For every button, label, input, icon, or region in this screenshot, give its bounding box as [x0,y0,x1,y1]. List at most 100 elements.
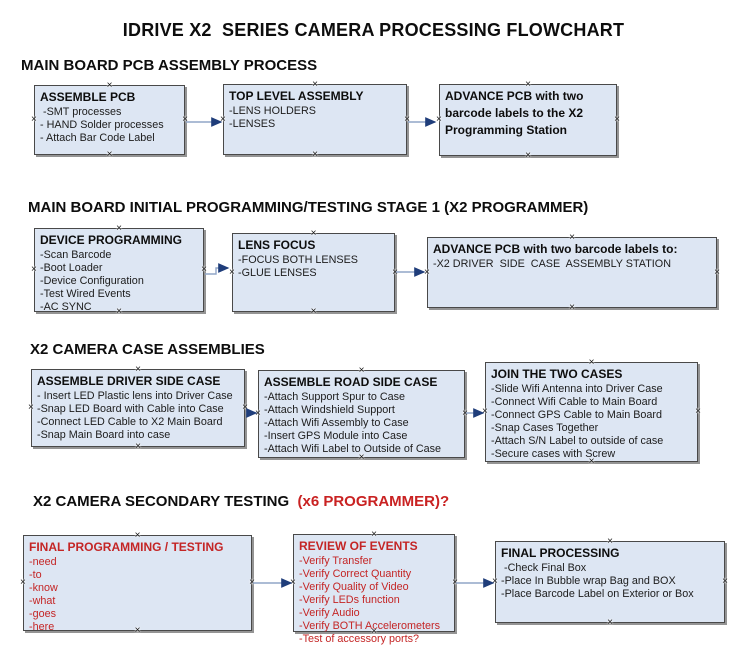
connection-anchor-icon: × [135,441,141,452]
box-item-text: -need [29,556,57,568]
box-item-text: -Verify LEDs function [299,594,400,606]
connection-anchor-icon: × [31,264,37,275]
section-heading-case-assemblies: X2 CAMERA CASE ASSEMBLIES [30,341,265,358]
box-review-of-events: REVIEW OF EVENTS -Verify Transfer-Verify… [290,530,458,646]
connection-anchor-icon: × [242,402,248,413]
box-item-text: - Insert LED Plastic lens into Driver Ca… [37,390,233,402]
section-heading-accent: (x6 PROGRAMMER)? [289,493,450,510]
box-item-text: -Test Wired Events [40,288,131,300]
box-assemble-pcb: ASSEMBLE PCB -SMT processes- HAND Solder… [31,81,188,160]
connection-anchor-icon: × [28,402,34,413]
connection-anchor-icon: × [31,114,37,125]
section-heading-text: X2 CAMERA CASE ASSEMBLIES [30,341,265,358]
box-title: JOIN THE TWO CASES [491,367,623,381]
section-heading-text: X2 CAMERA SECONDARY TESTING [33,493,290,510]
connection-anchor-icon: × [201,264,207,275]
box-title: ADVANCE PCB with two barcode labels to t… [445,89,584,137]
box-items: - Insert LED Plastic lens into Driver Ca… [37,390,239,442]
connection-anchor-icon: × [452,577,458,588]
box-item-text: -X2 DRIVER SIDE CASE ASSEMBLY STATION [433,258,671,270]
box-final-processing: FINAL PROCESSING -Check Final Box-Place … [492,537,728,628]
box-item-text: -Slide Wifi Antenna into Driver Case [491,383,663,395]
box-item-text: -LENSES [229,118,276,130]
box-title: TOP LEVEL ASSEMBLY [229,89,364,103]
connection-anchor-icon: × [249,577,255,588]
box-item-text: -Snap Main Board into case [37,429,171,441]
box-item-text: -Snap LED Board with Cable into Case [37,403,224,415]
box-item-text: -Insert GPS Module into Case [264,430,408,442]
box-top-level-assembly: TOP LEVEL ASSEMBLY -LENS HOLDERS-LENSES … [220,80,410,160]
connection-anchor-icon: × [255,408,261,419]
box-items: -FOCUS BOTH LENSES-GLUE LENSES [238,254,389,280]
box-item-text: - Attach Bar Code Label [40,132,155,144]
connection-anchor-icon: × [424,266,430,278]
box-item-text: - HAND Solder processes [40,119,164,131]
box-item-text: -Snap Cases Together [491,422,599,434]
box-items: -SMT processes- HAND Solder processes- A… [40,106,179,145]
connection-anchor-icon: × [569,302,575,313]
box-item-text: -Attach Wifi Assembly to Case [264,417,409,429]
box-items: -Check Final Box-Place In Bubble wrap Ba… [501,562,719,601]
box-lens-focus: LENS FOCUS -FOCUS BOTH LENSES-GLUE LENSE… [229,229,398,317]
box-final-programming-testing: FINAL PROGRAMMING / TESTING -need-to-kno… [20,531,255,636]
box-item-text: -Attach Wifi Label to Outside of Case [264,443,442,455]
box-item-text: -Test of accessory ports? [299,633,420,645]
connection-anchor-icon: × [714,266,720,278]
box-item-text: -Attach Support Spur to Case [264,391,406,403]
connection-anchor-icon: × [229,266,235,278]
box-items: -LENS HOLDERS-LENSES [229,105,401,131]
section-heading-text: MAIN BOARD PCB ASSEMBLY PROCESS [21,57,318,74]
box-title: FINAL PROCESSING [501,546,620,560]
box-item-text: -Scan Barcode [40,249,112,261]
box-items: -Verify Transfer-Verify Correct Quantity… [299,555,449,646]
connection-anchor-icon: × [106,149,113,160]
section-heading-secondary-testing: X2 CAMERA SECONDARY TESTING (x6 PROGRAMM… [33,493,449,510]
box-item-text: -here [29,621,55,633]
box-device-programming: DEVICE PROGRAMMING -Scan Barcode-Boot Lo… [31,224,207,317]
box-item-text: -SMT processes [40,106,122,118]
box-title: DEVICE PROGRAMMING [40,233,183,247]
box-title: REVIEW OF EVENTS [299,539,418,553]
connection-anchor-icon: × [220,113,226,125]
box-item-text: -Boot Loader [40,262,103,274]
flow-arrow [205,263,230,275]
box-item-text: -what [29,595,56,607]
box-item-text: -Attach Windshield Support [264,404,395,416]
box-item-text: -to [29,569,42,581]
box-title: ADVANCE PCB with two barcode labels to: [433,242,678,256]
box-items: -need-to-know-what-goes-here [29,556,246,634]
connection-anchor-icon: × [482,406,488,417]
box-item-text: -Connect GPS Cable to Main Board [491,409,663,421]
connection-anchor-icon: × [525,150,531,161]
section-heading-pcb-assembly: MAIN BOARD PCB ASSEMBLY PROCESS [21,57,317,74]
box-items: -Slide Wifi Antenna into Driver Case-Con… [491,383,692,461]
box-title: ASSEMBLE PCB [40,90,136,104]
box-title: ASSEMBLE DRIVER SIDE CASE [37,374,221,388]
section-heading-initial-programming: MAIN BOARD INITIAL PROGRAMMING/TESTING S… [28,199,588,216]
box-item-text: -Verify Quality of Video [299,581,409,593]
connection-anchor-icon: × [695,406,701,417]
box-item-text: -AC SYNC [40,301,92,313]
connection-anchor-icon: × [436,114,442,125]
connection-anchor-icon: × [462,408,468,419]
connection-anchor-icon: × [392,266,398,278]
box-title: LENS FOCUS [238,238,316,252]
box-item-text: -Connect Wifi Cable to Main Board [491,396,658,408]
connection-anchor-icon: × [404,113,410,125]
box-item-text: -Connect LED Cable to X2 Main Board [37,416,223,428]
connection-anchor-icon: × [614,114,620,125]
box-item-text: -LENS HOLDERS [229,105,316,117]
section-heading-text: MAIN BOARD INITIAL PROGRAMMING/TESTING S… [28,199,589,216]
box-title: FINAL PROGRAMMING / TESTING [29,540,224,554]
box-assemble-driver-side-case: ASSEMBLE DRIVER SIDE CASE - Insert LED P… [28,365,248,452]
box-assemble-road-side-case: ASSEMBLE ROAD SIDE CASE -Attach Support … [255,366,468,463]
connection-anchor-icon: × [722,576,728,587]
box-title: ASSEMBLE ROAD SIDE CASE [264,375,438,389]
box-item-text: -FOCUS BOTH LENSES [238,254,358,266]
box-items: -X2 DRIVER SIDE CASE ASSEMBLY STATION [433,258,711,271]
connection-anchor-icon: × [312,149,318,160]
connection-anchor-icon: × [290,577,296,588]
box-join-the-two-cases: JOIN THE TWO CASES -Slide Wifi Antenna i… [482,358,701,467]
box-item-text: -Verify Audio [299,607,360,619]
